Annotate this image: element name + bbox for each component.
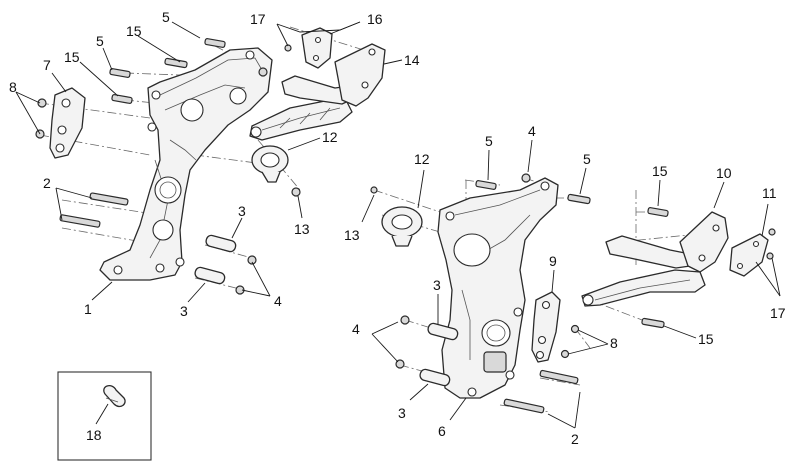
callout-18: 18 bbox=[86, 427, 102, 443]
callout-12a: 12 bbox=[322, 129, 338, 145]
right-bolts bbox=[370, 173, 776, 414]
callout-16: 16 bbox=[367, 11, 383, 27]
right-plate-9 bbox=[531, 291, 561, 363]
right-bush-12 bbox=[381, 206, 423, 247]
callout-13b: 13 bbox=[344, 227, 360, 243]
callout-13a: 13 bbox=[294, 221, 310, 237]
callout-5d: 5 bbox=[583, 151, 591, 167]
right-frame-bracket bbox=[437, 177, 559, 399]
callout-labels: 5 15 17 16 14 5 15 7 8 12 2 13 3 3 4 1 5… bbox=[9, 9, 786, 447]
callout-3c: 3 bbox=[433, 277, 441, 293]
callout-17b: 17 bbox=[770, 305, 786, 321]
callout-1: 1 bbox=[84, 301, 92, 317]
callout-15c: 15 bbox=[652, 163, 668, 179]
callout-10: 10 bbox=[716, 165, 732, 181]
left-spacers-3 bbox=[194, 234, 237, 285]
callout-17a: 17 bbox=[250, 11, 266, 27]
callout-6: 6 bbox=[438, 423, 446, 439]
callout-4a: 4 bbox=[274, 293, 282, 309]
callout-8b: 8 bbox=[610, 335, 618, 351]
callout-14: 14 bbox=[404, 52, 420, 68]
callout-15b: 15 bbox=[64, 49, 80, 65]
callout-15d: 15 bbox=[698, 331, 714, 347]
callout-3d: 3 bbox=[398, 405, 406, 421]
callout-15a: 15 bbox=[126, 23, 142, 39]
callout-5a: 5 bbox=[162, 9, 170, 25]
callout-11: 11 bbox=[762, 185, 777, 201]
left-bush-12 bbox=[251, 145, 289, 183]
callout-2a: 2 bbox=[43, 175, 51, 191]
left-plate-7 bbox=[49, 87, 86, 159]
right-spacers-3 bbox=[419, 322, 459, 387]
inset-clip-18 bbox=[57, 371, 152, 461]
left-guard-16 bbox=[301, 27, 333, 69]
callout-3a: 3 bbox=[238, 203, 246, 219]
callout-2b: 2 bbox=[571, 431, 579, 447]
callout-8a: 8 bbox=[9, 79, 17, 95]
right-footpeg-arm-10 bbox=[581, 211, 729, 307]
callout-5b: 5 bbox=[96, 33, 104, 49]
callout-7: 7 bbox=[43, 57, 51, 73]
callout-4c: 4 bbox=[352, 321, 360, 337]
left-footpeg-arm-14 bbox=[249, 43, 386, 141]
left-frame-bracket bbox=[99, 47, 273, 281]
left-bolts bbox=[35, 38, 301, 295]
callout-3b: 3 bbox=[180, 303, 188, 319]
leader-lines bbox=[15, 21, 781, 429]
callout-12b: 12 bbox=[414, 151, 430, 167]
callout-4b: 4 bbox=[528, 123, 536, 139]
right-guard-11 bbox=[729, 233, 769, 277]
callout-9: 9 bbox=[549, 253, 557, 269]
callout-5c: 5 bbox=[485, 133, 493, 149]
